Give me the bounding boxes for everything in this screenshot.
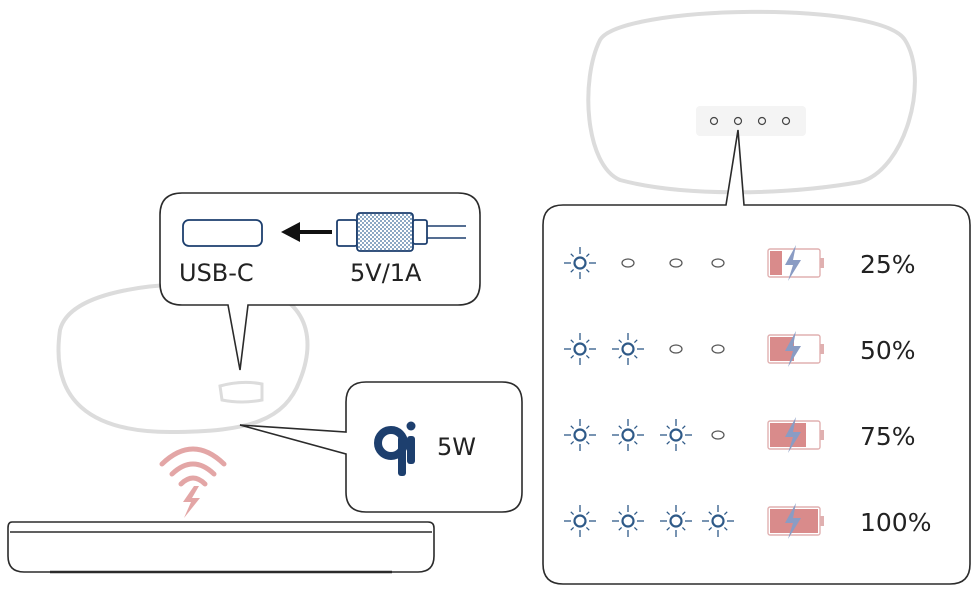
led-lit-icon <box>564 247 596 279</box>
led-off-icon <box>669 344 683 354</box>
led-strip <box>696 106 806 136</box>
usb-c-label: USB-C <box>179 259 254 287</box>
led-lit-icon <box>564 505 596 537</box>
legend-row: 25% <box>564 245 916 281</box>
wireless-signal-icon <box>159 446 227 487</box>
led-lit-icon <box>660 505 692 537</box>
legend-row: 50% <box>564 331 916 367</box>
led-2 <box>733 116 743 126</box>
led-off-icon <box>621 258 635 268</box>
case-side-view <box>56 281 310 435</box>
case-top-view <box>586 9 917 195</box>
battery-percent-label: 50% <box>860 336 916 365</box>
led-off-icon <box>711 258 725 268</box>
led-3 <box>757 116 767 126</box>
arrow-left-icon <box>281 222 332 242</box>
wireless-charging-pad <box>7 521 435 574</box>
bolt-icon <box>785 417 801 453</box>
led-1 <box>709 116 719 126</box>
qi-logo-icon <box>374 421 416 476</box>
wireless-power-label: 5W <box>437 433 476 461</box>
battery-icon <box>767 417 824 453</box>
led-off-icon <box>669 258 683 268</box>
led-off-icon <box>711 430 725 440</box>
battery-legend-callout <box>542 129 971 585</box>
charging-bolt-icon <box>183 486 200 518</box>
cable-spec-label: 5V/1A <box>350 259 422 287</box>
led-lit-icon <box>612 419 644 451</box>
battery-icon <box>767 503 824 539</box>
led-lit-icon <box>612 333 644 365</box>
led-lit-icon <box>564 419 596 451</box>
bolt-icon <box>785 503 801 539</box>
legend-row: 75% <box>564 417 916 453</box>
battery-percent-label: 75% <box>860 422 916 451</box>
bolt-icon <box>785 245 801 281</box>
battery-icon <box>767 331 824 367</box>
led-lit-icon <box>702 505 734 537</box>
battery-percent-label: 100% <box>860 508 931 537</box>
led-off-icon <box>711 344 725 354</box>
battery-fill <box>770 251 782 275</box>
usb-c-port-icon <box>182 219 263 247</box>
case-leds <box>709 116 791 126</box>
led-lit-icon <box>564 333 596 365</box>
bolt-icon <box>785 331 801 367</box>
battery-percent-label: 25% <box>860 250 916 279</box>
battery-icon <box>767 245 824 281</box>
case-usb-port <box>218 380 264 404</box>
led-lit-icon <box>612 505 644 537</box>
battery-legend: 25% 50% 75% 100% <box>564 245 931 539</box>
usb-cable-icon <box>336 212 466 252</box>
legend-row: 100% <box>564 503 931 539</box>
led-lit-icon <box>660 419 692 451</box>
led-4 <box>781 116 791 126</box>
